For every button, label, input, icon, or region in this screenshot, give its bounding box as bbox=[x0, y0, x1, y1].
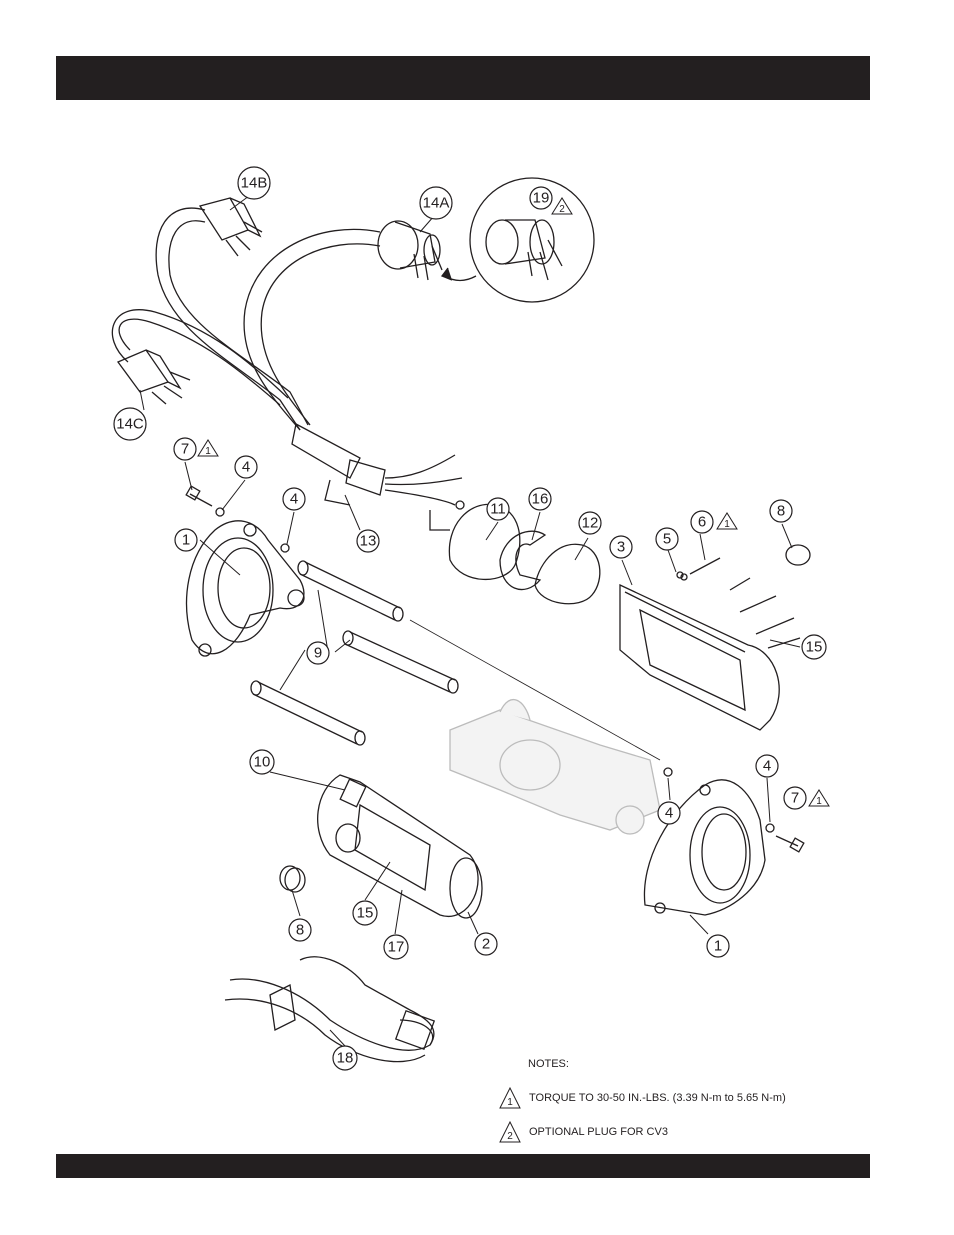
plug-14a-drawing bbox=[378, 221, 442, 280]
callout-19: 19 bbox=[530, 187, 552, 209]
note-1-text: TORQUE TO 30-50 IN.-LBS. (3.39 N-m to 5.… bbox=[529, 1092, 786, 1104]
callout-4-lower-right: 4 bbox=[756, 755, 778, 777]
svg-text:17: 17 bbox=[388, 939, 405, 956]
svg-text:1: 1 bbox=[816, 796, 822, 807]
notes-title: NOTES: bbox=[528, 1058, 569, 1070]
svg-text:7: 7 bbox=[791, 790, 799, 807]
svg-text:12: 12 bbox=[582, 515, 599, 532]
leader-lines bbox=[140, 196, 800, 1046]
svg-text:7: 7 bbox=[181, 441, 189, 458]
svg-text:1: 1 bbox=[182, 532, 190, 549]
callout-15-top: 15 bbox=[802, 635, 826, 659]
svg-text:14C: 14C bbox=[116, 416, 144, 433]
note-flag-7-top: 1 bbox=[198, 440, 218, 457]
callouts: 14B 14A 19 14C 7 4 4 1 13 11 16 12 3 5 6… bbox=[114, 167, 826, 1070]
svg-text:1: 1 bbox=[714, 938, 722, 955]
svg-text:4: 4 bbox=[242, 459, 250, 476]
note-1: 1 TORQUE TO 30-50 IN.-LBS. (3.39 N-m to … bbox=[498, 1086, 878, 1110]
callout-14b: 14B bbox=[238, 167, 270, 199]
inset-plug-19 bbox=[442, 178, 594, 302]
callout-17: 17 bbox=[384, 935, 408, 959]
svg-text:2: 2 bbox=[507, 1131, 513, 1142]
callout-7-top: 7 bbox=[174, 438, 196, 460]
svg-text:1: 1 bbox=[205, 446, 211, 457]
svg-text:9: 9 bbox=[314, 645, 322, 662]
svg-text:5: 5 bbox=[663, 531, 671, 548]
motor-assembly-ghost bbox=[450, 700, 660, 834]
svg-text:2: 2 bbox=[559, 204, 565, 215]
svg-text:14A: 14A bbox=[423, 195, 450, 212]
note-2-text: OPTIONAL PLUG FOR CV3 bbox=[529, 1126, 668, 1138]
callout-14c: 14C bbox=[114, 408, 146, 440]
footer-bar bbox=[56, 1154, 870, 1178]
callout-18: 18 bbox=[333, 1046, 357, 1070]
svg-text:8: 8 bbox=[296, 922, 304, 939]
svg-text:15: 15 bbox=[806, 639, 823, 656]
svg-text:8: 8 bbox=[777, 503, 785, 520]
svg-text:6: 6 bbox=[698, 514, 706, 531]
end-plates-drawing bbox=[449, 504, 599, 603]
svg-text:18: 18 bbox=[337, 1050, 354, 1067]
callout-14a: 14A bbox=[420, 187, 452, 219]
note-flag-19: 2 bbox=[552, 198, 572, 215]
power-cord-drawing bbox=[112, 208, 464, 530]
callout-15-lower: 15 bbox=[353, 901, 377, 925]
callout-8-top: 8 bbox=[770, 500, 792, 522]
svg-text:3: 3 bbox=[617, 539, 625, 556]
svg-text:1: 1 bbox=[507, 1097, 513, 1108]
callout-13: 13 bbox=[357, 530, 379, 552]
svg-text:16: 16 bbox=[532, 491, 549, 508]
callout-16: 16 bbox=[529, 488, 551, 510]
housing-half-drawing bbox=[620, 545, 810, 730]
callout-12: 12 bbox=[579, 512, 601, 534]
callout-4-top-left: 4 bbox=[235, 456, 257, 478]
svg-text:10: 10 bbox=[254, 754, 271, 771]
callout-3: 3 bbox=[610, 536, 632, 558]
callout-2: 2 bbox=[475, 933, 497, 955]
svg-text:1: 1 bbox=[724, 519, 730, 530]
callout-4-lower-mid: 4 bbox=[658, 802, 680, 824]
note-2-triangle-icon: 2 bbox=[498, 1120, 522, 1144]
svg-text:4: 4 bbox=[665, 805, 673, 822]
svg-text:15: 15 bbox=[357, 905, 374, 922]
svg-text:11: 11 bbox=[490, 501, 506, 518]
note-flag-6: 1 bbox=[717, 513, 737, 530]
callout-1-left: 1 bbox=[175, 529, 197, 551]
callout-8-lower: 8 bbox=[289, 919, 311, 941]
fasteners-drawing bbox=[186, 486, 804, 852]
svg-text:13: 13 bbox=[360, 533, 377, 550]
svg-text:4: 4 bbox=[763, 758, 771, 775]
callout-9: 9 bbox=[307, 642, 329, 664]
end-flange-right-drawing bbox=[644, 780, 765, 915]
callout-7-lower: 7 bbox=[784, 787, 806, 809]
end-flange-left-drawing bbox=[187, 521, 304, 656]
callout-10: 10 bbox=[250, 750, 274, 774]
plug-8-lower-drawing bbox=[280, 866, 305, 892]
note-1-triangle-icon: 1 bbox=[498, 1086, 522, 1110]
svg-text:14B: 14B bbox=[241, 175, 268, 192]
svg-text:4: 4 bbox=[290, 491, 298, 508]
plug-14c-drawing bbox=[118, 350, 190, 404]
svg-text:19: 19 bbox=[533, 190, 550, 207]
callout-6: 6 bbox=[691, 511, 713, 533]
callout-4-top-mid: 4 bbox=[283, 488, 305, 510]
callout-1-right: 1 bbox=[707, 935, 729, 957]
callout-11: 11 bbox=[487, 498, 509, 520]
motor-housing-drawing bbox=[318, 775, 482, 918]
note-flag-7-lower: 1 bbox=[809, 790, 829, 807]
callout-5: 5 bbox=[656, 528, 678, 550]
note-2: 2 OPTIONAL PLUG FOR CV3 bbox=[498, 1120, 878, 1144]
plug-14b-drawing bbox=[200, 198, 262, 256]
svg-text:2: 2 bbox=[482, 936, 490, 953]
carry-strap-drawing bbox=[225, 957, 434, 1062]
